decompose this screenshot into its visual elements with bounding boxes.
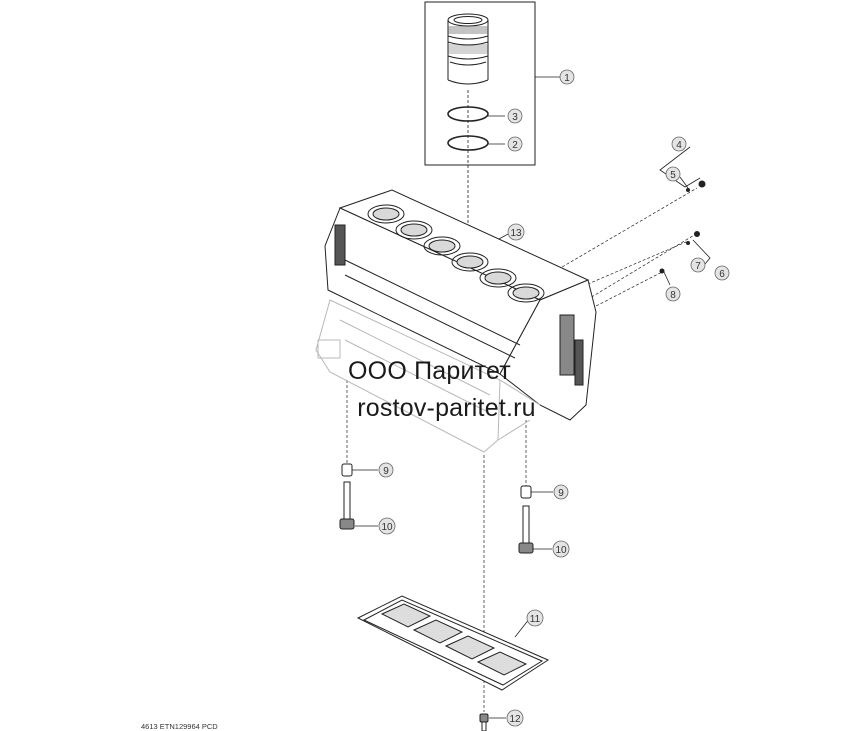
liner-inset-frame	[424, 1, 536, 166]
cylinder-liner	[447, 13, 489, 85]
callout-4: 4	[671, 136, 687, 152]
svg-text:5: 5	[670, 170, 676, 181]
svg-text:11: 11	[530, 614, 541, 625]
fasteners	[339, 463, 534, 731]
svg-text:1: 1	[564, 73, 570, 84]
callout-13: 13	[507, 223, 525, 241]
svg-text:13: 13	[510, 228, 522, 239]
engine-block	[324, 189, 597, 421]
callout-7: 7	[690, 257, 706, 273]
callout-5: 5	[665, 166, 681, 182]
bolt-12	[479, 713, 489, 723]
callout-10-left: 10	[378, 517, 396, 535]
watermark-company-name: ООО Паритет	[348, 357, 511, 385]
washer-9-left	[341, 463, 353, 477]
callouts: 1 2 3 4 5 6 7 8	[378, 69, 730, 727]
callout-6: 6	[714, 265, 730, 281]
pin-5	[686, 188, 690, 192]
svg-text:9: 9	[558, 488, 564, 499]
callout-9-right: 9	[553, 484, 569, 500]
bolt-10-left	[343, 481, 351, 521]
svg-text:7: 7	[695, 261, 701, 272]
washer-9-right	[520, 485, 532, 499]
drawing-reference-code: 4613 ETN129964 PCD	[141, 722, 218, 731]
dowel-pins	[659, 180, 706, 274]
svg-text:2: 2	[512, 140, 518, 151]
svg-text:4: 4	[676, 140, 682, 151]
callout-8: 8	[665, 286, 681, 302]
ladder-frame-11	[356, 595, 550, 691]
callout-2: 2	[507, 136, 523, 152]
callout-3: 3	[507, 108, 523, 124]
pin-7	[686, 241, 690, 245]
watermark-website: rostov-paritet.ru	[357, 394, 536, 422]
plug-4	[698, 180, 706, 188]
callout-11: 11	[526, 609, 544, 627]
o-ring-3	[447, 106, 489, 122]
svg-text:6: 6	[719, 269, 725, 280]
svg-text:12: 12	[509, 714, 521, 725]
callout-12: 12	[506, 709, 524, 727]
callout-10-right: 10	[552, 540, 570, 558]
svg-text:10: 10	[381, 522, 393, 533]
callout-9-left: 9	[378, 462, 394, 478]
engine-block-lower-ghost	[315, 299, 541, 453]
bolt-10-right	[522, 505, 530, 545]
svg-text:8: 8	[670, 290, 676, 301]
pin-8	[659, 268, 665, 274]
plug-6	[694, 231, 700, 237]
callout-1: 1	[559, 69, 575, 85]
svg-text:9: 9	[383, 466, 389, 477]
svg-text:3: 3	[512, 112, 518, 123]
svg-text:10: 10	[555, 545, 567, 556]
